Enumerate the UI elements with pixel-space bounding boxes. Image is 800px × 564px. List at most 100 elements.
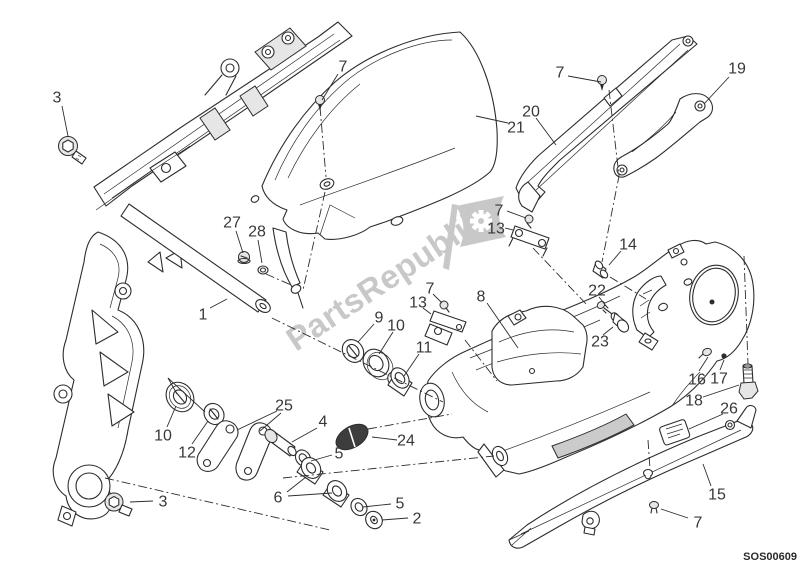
- leader-line: [371, 436, 398, 441]
- linkage-arms: [196, 420, 273, 481]
- alignment-line: [104, 477, 331, 531]
- leader-line: [660, 508, 689, 519]
- link-hardware: [264, 423, 383, 530]
- callout-3: 3: [159, 494, 168, 511]
- screw-7: [524, 214, 534, 229]
- leader-line: [608, 250, 622, 266]
- leader-line: [291, 427, 318, 443]
- callout-5: 5: [396, 496, 405, 513]
- bushing-6b: [322, 480, 350, 508]
- alignment-line: [532, 247, 589, 307]
- callout-17: 17: [710, 371, 728, 388]
- sensor-bracket-lower: [424, 300, 467, 346]
- frame-side-plate: [52, 231, 183, 527]
- callout-18: 18: [685, 393, 703, 410]
- callout-24: 24: [397, 433, 415, 450]
- alignment-line: [743, 255, 749, 365]
- leader-line: [286, 476, 307, 493]
- rear-subframe: [93, 21, 353, 211]
- callout-5: 5: [335, 446, 344, 463]
- leader-line: [257, 239, 263, 264]
- callout-4: 4: [319, 414, 328, 431]
- callout-20: 20: [522, 104, 540, 121]
- leader-line: [357, 323, 375, 343]
- leader-line: [403, 353, 420, 377]
- leader-line: [167, 377, 206, 413]
- leader-line: [486, 302, 519, 349]
- chain-guide-rail: [515, 35, 698, 213]
- swingarm: [419, 239, 755, 478]
- diagram-artwork: [52, 21, 759, 549]
- callout-1: 1: [199, 307, 208, 324]
- callout-7: 7: [426, 281, 435, 298]
- callout-7: 7: [495, 203, 504, 220]
- alignment-line: [271, 317, 444, 403]
- callout-13: 13: [409, 295, 427, 312]
- leader-line: [422, 307, 432, 315]
- callout-7: 7: [339, 59, 348, 76]
- screw-7: [439, 300, 450, 313]
- alignment-line: [609, 276, 647, 300]
- diagram-code: SOS00609: [743, 551, 797, 563]
- flanged-bolt-3-bottom: [104, 492, 133, 517]
- callout-15: 15: [708, 487, 726, 504]
- leader-line: [688, 413, 724, 430]
- leader-line: [235, 230, 244, 254]
- screw-7: [597, 75, 607, 91]
- flanged-bolt-3-top: [58, 136, 87, 165]
- alignment-line: [265, 273, 292, 286]
- callout-16: 16: [688, 372, 706, 389]
- bearing-pair-lower: [165, 381, 225, 426]
- leader-line: [310, 454, 333, 462]
- leader-line: [209, 298, 228, 309]
- leader-line: [504, 227, 514, 231]
- bolt-22-and-bush-23: [596, 300, 630, 333]
- alignment-line: [464, 339, 498, 382]
- callout-25: 25: [275, 398, 293, 415]
- callout-22: 22: [588, 283, 606, 300]
- callout-13: 13: [487, 221, 505, 238]
- leader-line: [61, 105, 69, 137]
- leader-lines: [61, 73, 749, 531]
- leader-line: [698, 356, 709, 372]
- leader-line: [129, 500, 154, 503]
- callout-3: 3: [53, 90, 62, 107]
- leader-line: [259, 412, 282, 432]
- chain-cover: [491, 305, 588, 386]
- leader-line: [598, 296, 607, 307]
- screw-27: [237, 251, 251, 265]
- leader-line: [191, 420, 209, 445]
- alignment-line: [647, 439, 651, 470]
- callout-14: 14: [619, 237, 637, 254]
- leader-line: [506, 210, 527, 219]
- grommet-28: [257, 265, 269, 275]
- leader-line: [236, 410, 278, 431]
- leader-line: [719, 359, 725, 371]
- leader-line: [167, 377, 178, 395]
- callout-26: 26: [720, 401, 738, 418]
- leader-line: [362, 503, 392, 508]
- callout-27: 27: [223, 215, 241, 232]
- plug-14: [592, 260, 609, 279]
- gear-icon: [470, 210, 492, 232]
- callout-9: 9: [375, 310, 384, 327]
- callout-28: 28: [248, 224, 266, 241]
- callout-19: 19: [728, 61, 746, 78]
- pivot-tube: [120, 203, 271, 313]
- alignment-line: [282, 455, 495, 479]
- callout-11: 11: [416, 340, 433, 357]
- alignment-line: [319, 106, 327, 178]
- fasteners-16-17-18: [698, 347, 759, 400]
- callout-21: 21: [507, 120, 525, 137]
- rear-fender: [250, 31, 498, 309]
- callout-10: 10: [154, 428, 172, 445]
- leader-line: [287, 492, 333, 497]
- small-screws: [237, 75, 607, 275]
- callout-10: 10: [387, 318, 405, 335]
- leader-line: [535, 117, 557, 146]
- leader-line: [378, 331, 394, 355]
- callout-7: 7: [556, 65, 565, 82]
- screw-7: [315, 95, 325, 111]
